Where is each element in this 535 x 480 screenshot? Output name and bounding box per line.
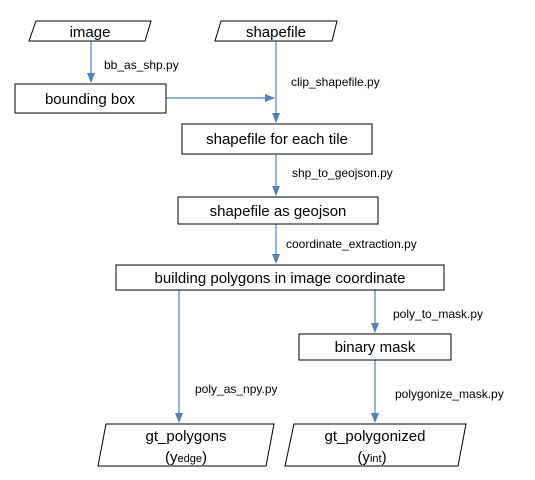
node-bounding-box-shape (14, 83, 167, 114)
node-gt-polygonized: gt_polygonized (yint) (284, 423, 467, 467)
node-gt-polygons-sub-close: ) (202, 449, 207, 466)
node-image: image (28, 20, 152, 42)
node-shapefile-each-tile: shapefile for each tile (181, 123, 373, 155)
node-shapefile-geojson: shapefile as geojson (177, 196, 379, 225)
node-gt-polygonized-sublabel: (yint) (357, 449, 386, 466)
node-binary-mask-label: binary mask (335, 339, 416, 356)
node-shapefile-geojson-shape (177, 196, 379, 225)
edge-label-bb-as-shp: bb_as_shp.py (104, 58, 179, 72)
node-gt-polygonized-subscript: int (370, 453, 382, 465)
node-gt-polygons-shape (97, 423, 275, 467)
node-gt-polygons-sublabel: (yedge) (165, 449, 207, 466)
edge-label-coordinate-extraction: coordinate_extraction.py (286, 237, 417, 251)
node-shapefile-each-tile-label: shapefile for each tile (206, 131, 348, 148)
edge-label-clip-shapefile: clip_shapefile.py (291, 75, 380, 89)
node-image-label: image (70, 24, 111, 41)
node-gt-polygons-label: gt_polygons (146, 428, 227, 445)
node-gt-polygons-subscript: edge (178, 453, 202, 465)
node-gt-polygons-sub-open: (y (165, 449, 178, 466)
node-shapefile-shape (214, 20, 338, 42)
node-building-polygons-label: building polygons in image coordinate (154, 270, 405, 287)
edge-label-poly-as-npy: poly_as_npy.py (195, 382, 278, 396)
node-bounding-box: bounding box (14, 83, 167, 114)
node-shapefile-label: shapefile (246, 24, 306, 41)
node-binary-mask: binary mask (298, 333, 452, 361)
node-gt-polygonized-sub-close: ) (382, 449, 387, 466)
edge-label-polygonize-mask: polygonize_mask.py (395, 387, 504, 401)
node-bounding-box-label: bounding box (45, 91, 136, 108)
node-building-polygons-shape (115, 264, 445, 291)
node-building-polygons: building polygons in image coordinate (115, 264, 445, 291)
node-shapefile-each-tile-shape (181, 123, 373, 155)
edge-label-shp-to-geojson: shp_to_geojson.py (292, 166, 393, 180)
node-image-shape (28, 20, 152, 42)
node-shapefile: shapefile (214, 20, 338, 42)
node-gt-polygonized-sub-open: (y (357, 449, 370, 466)
node-gt-polygonized-label: gt_polygonized (325, 428, 426, 445)
node-binary-mask-shape (298, 333, 452, 361)
node-gt-polygons: gt_polygons (yedge) (97, 423, 275, 467)
node-shapefile-geojson-label: shapefile as geojson (210, 203, 347, 220)
node-gt-polygonized-shape (284, 423, 467, 467)
edge-label-poly-to-mask: poly_to_mask.py (393, 307, 483, 321)
